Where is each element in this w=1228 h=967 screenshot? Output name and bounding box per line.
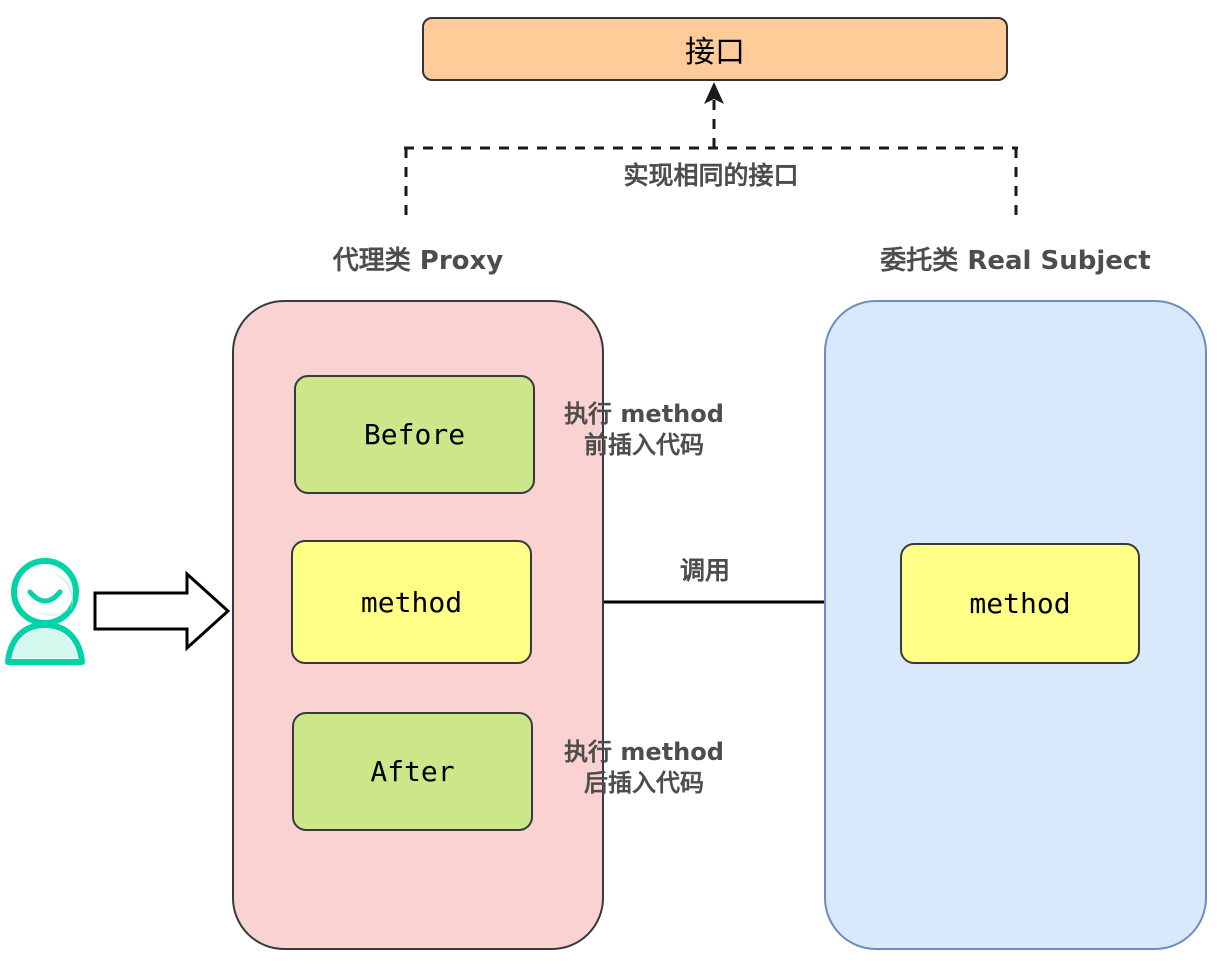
implements-edge-label: 实现相同的接口 — [623, 161, 799, 190]
proxy-after-box[interactable]: After — [292, 712, 533, 831]
implements-arrowhead-icon — [704, 82, 724, 104]
proxy-container-title: 代理类 Proxy — [332, 246, 504, 276]
after-annotation-label: 执行 method 后插入代码 — [564, 738, 724, 797]
user-actor-icon — [5, 558, 85, 665]
real-subject-method-box[interactable]: method — [900, 543, 1140, 664]
implements-dashed-bracket — [404, 82, 1018, 215]
proxy-before-box[interactable]: Before — [294, 375, 535, 494]
before-annotation-label: 执行 method 前插入代码 — [564, 400, 724, 459]
actor-to-proxy-arrow — [93, 570, 231, 652]
interface-node[interactable]: 接口 — [422, 17, 1008, 81]
real-subject-container-title: 委托类 Real Subject — [880, 246, 1151, 276]
call-edge-label: 调用 — [679, 556, 730, 585]
proxy-method-box[interactable]: method — [291, 540, 532, 664]
